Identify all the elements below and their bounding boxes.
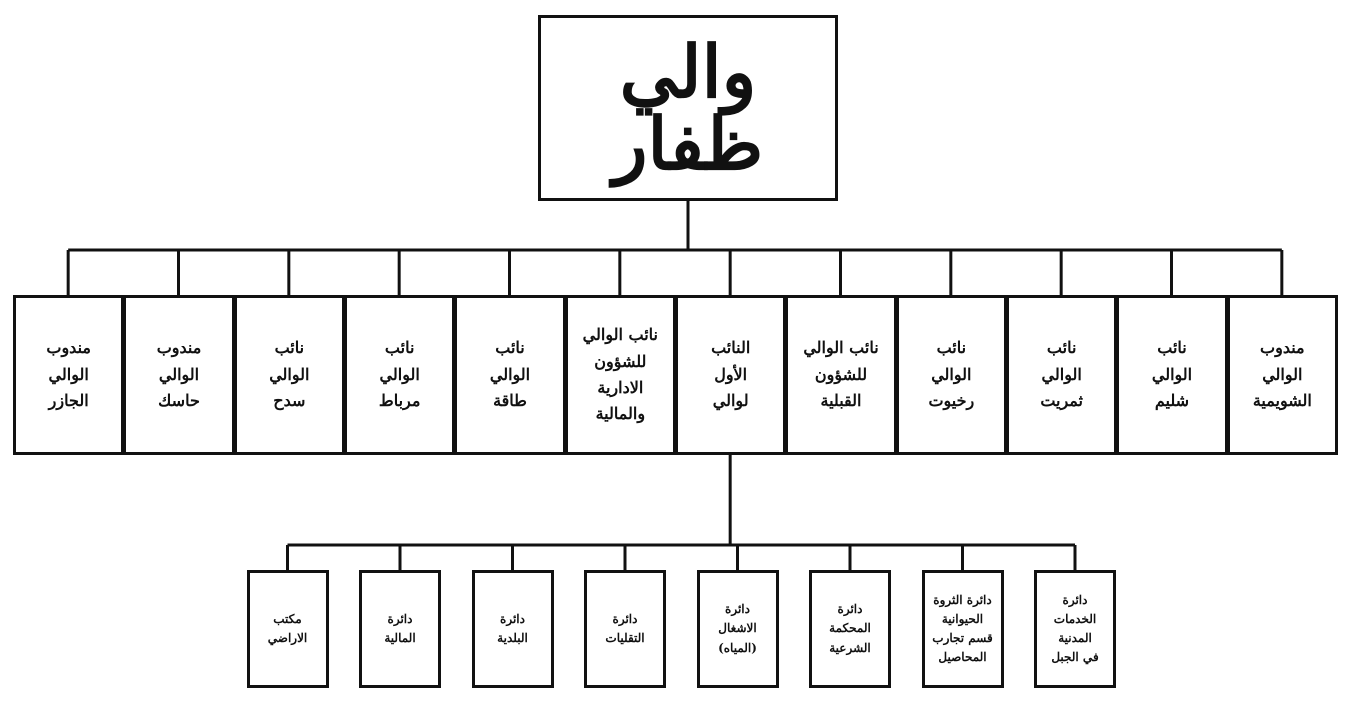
deputy-box-line: مندوب: [1260, 338, 1305, 358]
department-box: دائرة الثروة الحيوانية قسم تجارب المحاصيل: [921, 570, 1004, 688]
deputy-box-line: الجازر: [48, 391, 89, 411]
deputy-box-line: رخيوت: [928, 391, 975, 411]
deputy-box-line: والمالية: [595, 404, 646, 424]
governor-title: والي ظفار: [612, 29, 764, 186]
deputy-box-line: للشؤون: [814, 364, 868, 384]
department-box-line: المالية: [384, 631, 416, 645]
deputy-box-line: للشؤون: [594, 351, 647, 371]
deputy-box-line: الوالي: [1041, 364, 1082, 384]
department-box: مكتب الاراضي: [246, 570, 329, 688]
department-box: دائرة البلدية: [471, 570, 554, 688]
department-box-line: دائرة: [612, 611, 638, 626]
deputy-box: مندوب الوالي حاسك: [123, 295, 235, 455]
department-box: دائرة المحكمة الشرعية: [809, 570, 891, 688]
deputy-box-line: نائب: [384, 338, 415, 358]
deputy-box-line: نائب: [274, 338, 305, 358]
deputy-box-line: ثمريت: [1040, 391, 1084, 411]
deputy-box-line: الوالي: [379, 364, 420, 384]
department-box-line: دائرة الثروة: [933, 592, 992, 607]
deputy-box: نائب الوالي طاقة: [454, 295, 566, 455]
department-box: دائرة التقليات: [584, 570, 666, 688]
deputy-box: نائب الوالي شليم: [1116, 295, 1228, 455]
deputy-box: نائب الوالي رخيوت: [895, 295, 1007, 455]
deputy-box-line: الأول: [714, 364, 748, 384]
deputy-box: نائب الوالي للشؤون القبلية: [785, 295, 897, 455]
department-box-line: المحاصيل: [938, 650, 987, 665]
department-box-line: المحكمة: [829, 621, 871, 636]
deputy-box-line: نائب: [495, 338, 525, 358]
department-box-line: البلدية: [497, 631, 528, 645]
deputy-box-line: مرباط: [378, 391, 421, 411]
department-box-line: الحيوانية: [941, 611, 984, 626]
deputy-box-line: الوالي: [158, 364, 200, 384]
deputy-box: مندوب الوالي الجازر: [13, 295, 125, 455]
deputy-box-line: مندوب: [156, 338, 202, 358]
deputy-box-line: الوالي: [269, 364, 310, 384]
deputy-box-line: نائب: [1046, 338, 1077, 358]
deputy-box: النائب الأول لوالي: [675, 295, 787, 455]
deputy-box-line: الوالي: [931, 364, 972, 384]
department-box: دائرة المالية: [359, 570, 441, 688]
department-box-line: الخدمات: [1053, 611, 1097, 626]
department-box-line: في الجبل: [1051, 650, 1099, 665]
deputy-box-line: شليم: [1154, 391, 1190, 411]
department-box-line: (المياه): [718, 640, 757, 655]
department-box-line: قسم تجارب: [932, 631, 993, 645]
deputy-box: نائب الوالي مرباط: [344, 295, 456, 455]
deputy-box-line: نائب: [936, 338, 967, 358]
department-box-line: دائرة: [387, 611, 413, 626]
deputy-box-line: الادارية: [597, 378, 644, 397]
deputy-box-line: الشويمية: [1252, 391, 1312, 411]
department-box-line: دائرة: [500, 611, 525, 626]
department-box-line: المدنية: [1058, 631, 1092, 645]
deputy-box-line: الوالي: [489, 364, 531, 384]
department-box-line: الاشغال: [718, 621, 757, 636]
deputy-box-line: نائب: [1157, 338, 1187, 358]
deputy-box-line: النائب: [711, 338, 751, 358]
deputy-box: مندوب الوالي الشويمية: [1226, 295, 1338, 455]
deputy-box-line: الوالي: [48, 364, 89, 384]
deputy-box-line: الوالي: [1262, 364, 1303, 384]
deputy-box-line: نائب الوالي: [582, 325, 658, 345]
department-box-line: التقليات: [605, 631, 645, 645]
department-box-line: الشرعية: [829, 640, 871, 655]
deputy-box: نائب الوالي ثمريت: [1006, 295, 1118, 455]
department-box-line: دائرة: [725, 602, 750, 617]
deputy-box-line: القبلية: [820, 391, 862, 411]
department-box-line: دائرة: [837, 602, 863, 617]
department-box-line: مكتب: [273, 611, 302, 626]
department-box: دائرة الاشغال (المياه): [696, 570, 779, 688]
department-box-line: دائرة: [1062, 592, 1088, 607]
deputy-box: نائب الوالي للشؤون الادارية والمالية: [564, 295, 676, 455]
governor-box: والي ظفار: [538, 15, 838, 201]
department-box-line: الاراضي: [267, 631, 308, 645]
department-box: دائرة الخدمات المدنية في الجبل: [1034, 570, 1116, 688]
deputy-box-line: طاقة: [493, 391, 527, 411]
deputy-box-line: لوالي: [712, 391, 749, 411]
deputy-box: نائب الوالي سدح: [233, 295, 345, 455]
deputy-box-line: سدح: [273, 391, 306, 411]
deputy-box-line: الوالي: [1151, 364, 1193, 384]
deputy-box-line: نائب الوالي: [803, 338, 879, 358]
deputy-box-line: مندوب: [46, 338, 91, 358]
deputy-box-line: حاسك: [158, 391, 200, 411]
